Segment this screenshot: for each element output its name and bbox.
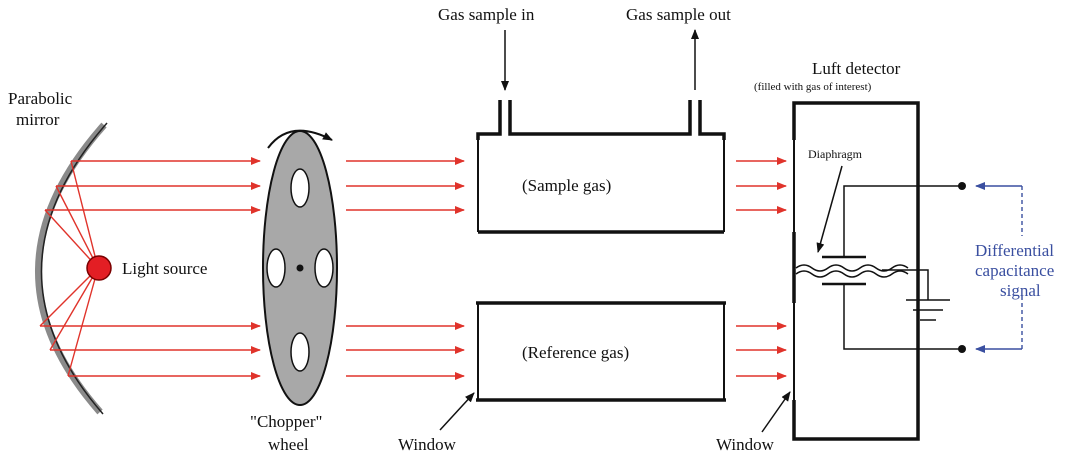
- light-source-label: Light source: [122, 259, 207, 278]
- terminal-top: [958, 182, 966, 190]
- chopper-hole-right: [314, 248, 334, 288]
- luft-detector: [792, 101, 920, 441]
- sample-gas-label: (Sample gas): [522, 176, 611, 195]
- reference-gas-label: (Reference gas): [522, 343, 629, 362]
- parabolic-mirror-label-line1: Parabolic: [8, 89, 73, 108]
- source-to-mirror-rays: [39, 160, 99, 377]
- luft-detector-note: (filled with gas of interest): [754, 81, 872, 93]
- gas-in-label: Gas sample in: [438, 5, 535, 24]
- luft-detector-label: Luft detector: [812, 59, 901, 78]
- signal-label-line3: signal: [1000, 281, 1041, 300]
- terminal-bottom: [958, 345, 966, 353]
- capacitor-wiring: [822, 185, 962, 350]
- ground-symbol: [906, 299, 950, 321]
- chopper-hole-left: [266, 248, 286, 288]
- light-source: [86, 255, 112, 281]
- mirror-to-chopper-rays: [40, 157, 261, 380]
- chopper-label-line2: wheel: [268, 435, 309, 454]
- diaphragm-pointer: [816, 165, 843, 253]
- diaphragm-label: Diaphragm: [808, 147, 863, 161]
- window-right-pointer: [761, 391, 791, 433]
- signal-arrows: [975, 182, 1023, 353]
- chopper-label-line1: "Chopper": [250, 412, 322, 431]
- window-left-label: Window: [398, 435, 457, 454]
- reference-gas-cell: [476, 301, 726, 402]
- gas-out-label: Gas sample out: [626, 5, 731, 24]
- chopper-wheel: [262, 130, 338, 406]
- chopper-axle: [296, 264, 304, 272]
- chopper-hole-bottom: [290, 332, 310, 372]
- diaphragm: [795, 264, 909, 272]
- chopper-to-cell-rays: [346, 157, 465, 380]
- chopper-hole-top: [290, 168, 310, 208]
- parabolic-mirror-label-line2: mirror: [16, 110, 60, 129]
- cell-to-detector-rays: [736, 157, 787, 380]
- signal-label-line2: capacitance: [975, 261, 1054, 280]
- signal-label-line1: Differential: [975, 241, 1054, 260]
- sample-gas-cell: [476, 100, 726, 234]
- rotation-arrow: [267, 129, 333, 149]
- window-right-label: Window: [716, 435, 775, 454]
- window-left-pointer: [439, 392, 475, 431]
